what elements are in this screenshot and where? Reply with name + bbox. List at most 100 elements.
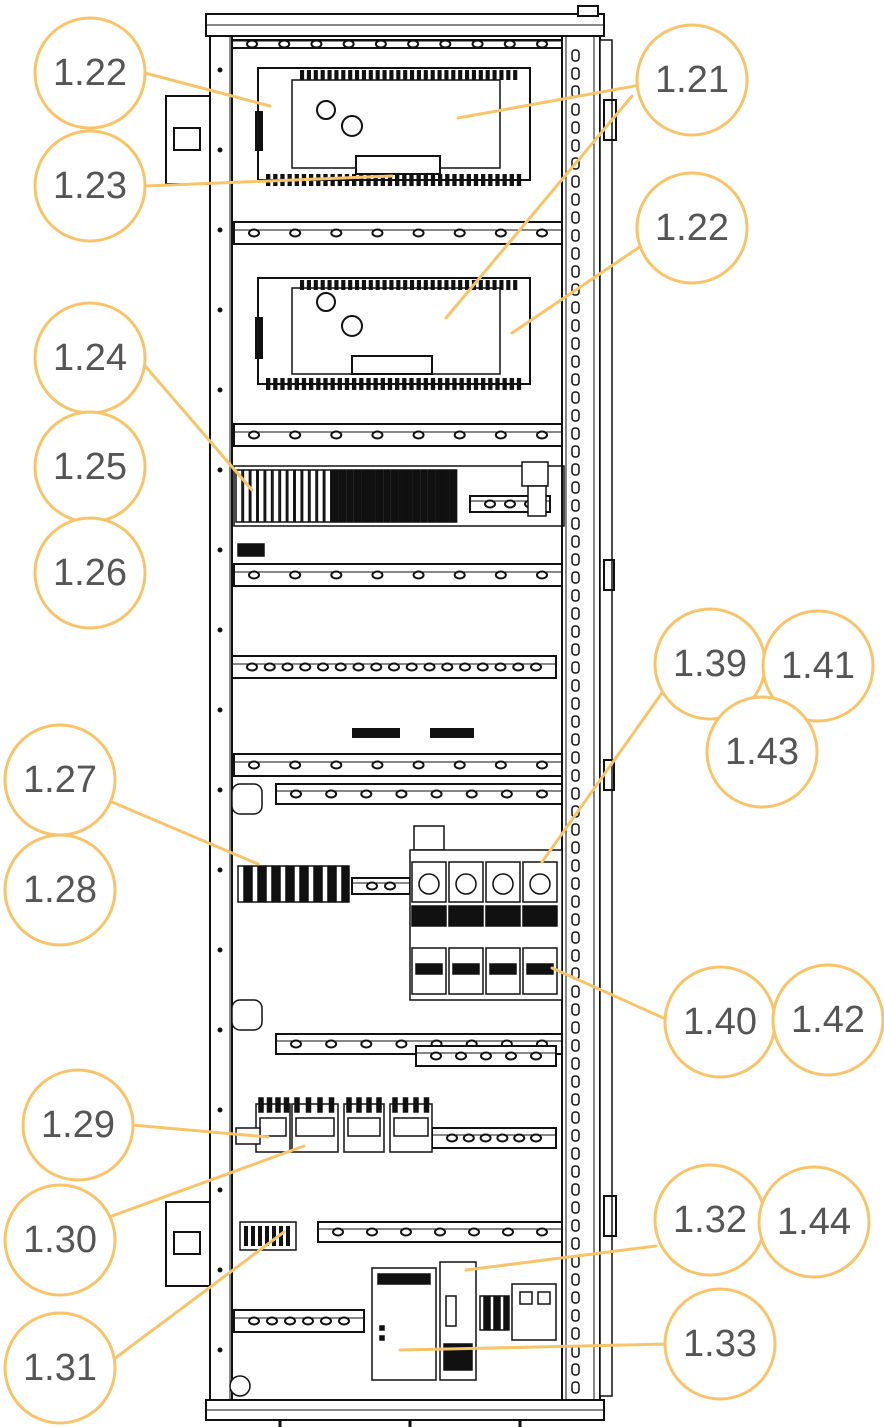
post-slot <box>571 1021 580 1034</box>
post-slot <box>571 409 580 422</box>
relay-window <box>393 1117 429 1137</box>
rail-hole <box>530 1133 542 1143</box>
post-slot <box>571 607 580 620</box>
post-slot <box>571 1237 580 1250</box>
terminal <box>383 469 391 523</box>
terminal <box>405 469 413 523</box>
terminal <box>442 469 450 523</box>
terminal <box>300 865 308 903</box>
connector-pin <box>366 174 371 186</box>
post-slot <box>571 1111 580 1124</box>
rail-hole <box>513 1133 526 1143</box>
connector-pin <box>423 280 428 290</box>
post-hole <box>217 707 223 713</box>
connector-pin <box>300 280 305 290</box>
connector-pin <box>395 174 400 186</box>
rail-hole <box>330 570 343 580</box>
callout-label: 1.22 <box>655 207 729 249</box>
rail-hole <box>371 228 384 238</box>
connector-pin <box>341 70 346 80</box>
breaker-contacts <box>411 905 447 927</box>
relay-pin <box>402 1097 409 1113</box>
rail-hole <box>338 1316 350 1326</box>
post-slot <box>571 751 580 764</box>
breaker-contacts <box>522 905 558 927</box>
terminal <box>287 469 295 523</box>
rail-hole <box>503 39 516 49</box>
post-slot <box>571 157 580 170</box>
post-slot <box>571 517 580 530</box>
rail-hole <box>289 760 302 770</box>
post-hole <box>217 467 223 473</box>
post-slot <box>571 373 580 386</box>
connector-pin <box>382 280 387 290</box>
terminal <box>324 469 332 523</box>
connector-pin <box>452 174 457 186</box>
connector-pin <box>280 378 285 390</box>
leader-1-27 <box>110 800 260 866</box>
din-rail <box>233 563 563 587</box>
rail-hole <box>479 1133 492 1143</box>
leader-1-40 <box>550 966 670 1022</box>
connector-pin <box>473 174 479 186</box>
post-slot <box>571 1057 580 1070</box>
connector-pin <box>389 280 394 290</box>
breaker-dial <box>455 873 477 895</box>
connector-pin <box>481 174 486 186</box>
rail-hole <box>412 228 425 238</box>
callout-1-29: 1.29 <box>21 1068 135 1182</box>
relay-row <box>235 1097 433 1153</box>
post-slot <box>571 679 580 692</box>
post-slot <box>571 553 580 566</box>
rail-hole <box>500 789 513 799</box>
terminal <box>237 865 245 903</box>
connector-pin <box>444 70 449 80</box>
post-slot <box>571 985 580 998</box>
relay-pin <box>305 1097 312 1113</box>
rail-hole <box>480 1051 492 1061</box>
rail-hole <box>246 662 258 672</box>
rail-hole <box>536 570 548 580</box>
post-hole <box>217 67 223 73</box>
connector-pin <box>430 280 435 290</box>
post-slot <box>571 625 580 638</box>
relay-pin <box>294 1097 300 1113</box>
post-hole <box>217 147 223 153</box>
terminal <box>499 1295 505 1331</box>
rail-hole <box>453 228 466 238</box>
callout-1-26: 1.26 <box>33 516 147 630</box>
callout-1-24: 1.24 <box>33 301 147 415</box>
post-slot <box>571 1273 580 1286</box>
post-slot <box>571 1003 580 1016</box>
connector-pin <box>458 280 463 290</box>
post-slot <box>571 499 580 512</box>
terminal <box>257 469 265 523</box>
post-slot <box>571 913 580 926</box>
connector-pin <box>355 70 360 80</box>
leader-1-32 <box>464 1244 658 1272</box>
callout-1-22-mid: 1.22 <box>635 171 749 285</box>
rail-hole <box>366 881 378 891</box>
rail-hole <box>536 1227 548 1237</box>
connector-pin <box>438 378 443 390</box>
terminal <box>251 1226 255 1246</box>
terminal <box>321 865 329 903</box>
connector-pin <box>459 174 464 186</box>
connector-pin <box>465 280 470 290</box>
breaker-dial <box>418 873 440 895</box>
post-slot <box>571 823 580 836</box>
post-slot <box>571 229 580 242</box>
rail-hole <box>412 760 425 770</box>
rail-hole <box>248 1316 260 1326</box>
relay-pin <box>266 1097 273 1113</box>
leader-lines <box>108 71 672 1364</box>
terminal-row-lower <box>231 783 350 1031</box>
connector-pin <box>373 174 378 186</box>
post-slot <box>571 1147 580 1160</box>
din-rail <box>231 39 563 49</box>
connector-pin <box>380 378 385 390</box>
post-slot <box>571 1219 580 1232</box>
connector-pin <box>287 378 292 390</box>
callout-label: 1.25 <box>53 446 127 488</box>
connector-pin <box>502 174 507 186</box>
